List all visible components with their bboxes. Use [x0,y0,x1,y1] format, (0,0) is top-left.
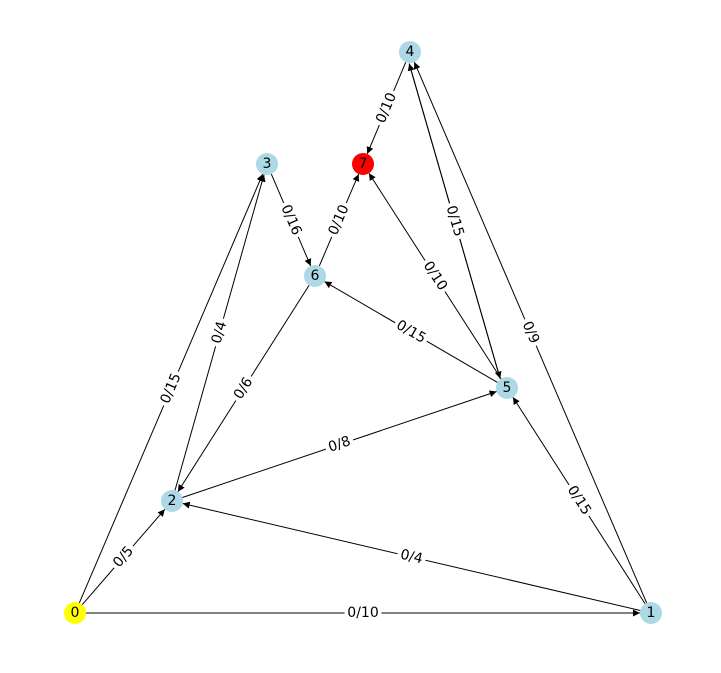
edge-label-1-to-2: 0/4 [395,544,428,570]
node-label-3: 3 [263,156,272,172]
node-2: 2 [161,490,183,512]
nodes-layer: 0 1 2 3 4 5 6 7 [64,41,662,624]
edge-label-4-to-7: 0/10 [371,87,402,129]
edge-label-0-to-2: 0/5 [107,540,140,574]
edge-label-1-to-5: 0/15 [561,480,597,521]
node-label-7: 7 [359,156,368,172]
edge-label-5-to-6: 0/15 [390,314,432,350]
node-label-1: 1 [647,605,656,621]
node-3: 3 [256,153,278,175]
node-6: 6 [304,265,326,287]
edge-label-1-to-4: 0/9 [516,315,545,350]
edge-label-6-to-7: 0/10 [323,199,355,241]
node-5: 5 [496,377,518,399]
edge-labels-layer: 0/10 0/5 0/15 0/4 0/16 0/6 0/8 0/4 0/15 0/9 0/15 0/… [107,87,597,622]
edge-label-3-to-6: 0/16 [275,199,307,241]
node-label-0: 0 [71,605,80,621]
edge-label-4-to-5: 0/15 [440,200,469,242]
node-0: 0 [64,602,86,624]
node-label-6: 6 [311,268,320,284]
svg-text:0/4: 0/4 [209,319,231,345]
node-label-4: 4 [406,44,415,60]
svg-text:0/8: 0/8 [326,433,352,455]
edge-label-0-to-3: 0/15 [155,368,187,409]
edge-label-5-to-7: 0/10 [417,255,453,297]
node-4: 4 [399,41,421,63]
edge-label-2-to-5: 0/8 [323,431,356,458]
node-label-2: 2 [168,493,177,509]
node-1: 1 [640,602,662,624]
edges-layer [78,61,648,617]
node-label-5: 5 [503,380,512,396]
node-7: 7 [352,153,374,175]
edge-label-0-to-1: 0/10 [344,604,382,622]
edge-label-6-to-2: 0/6 [228,371,259,406]
svg-text:0/10: 0/10 [347,605,378,621]
edge-label-2-to-3: 0/4 [206,316,233,349]
svg-text:0/4: 0/4 [399,547,425,568]
